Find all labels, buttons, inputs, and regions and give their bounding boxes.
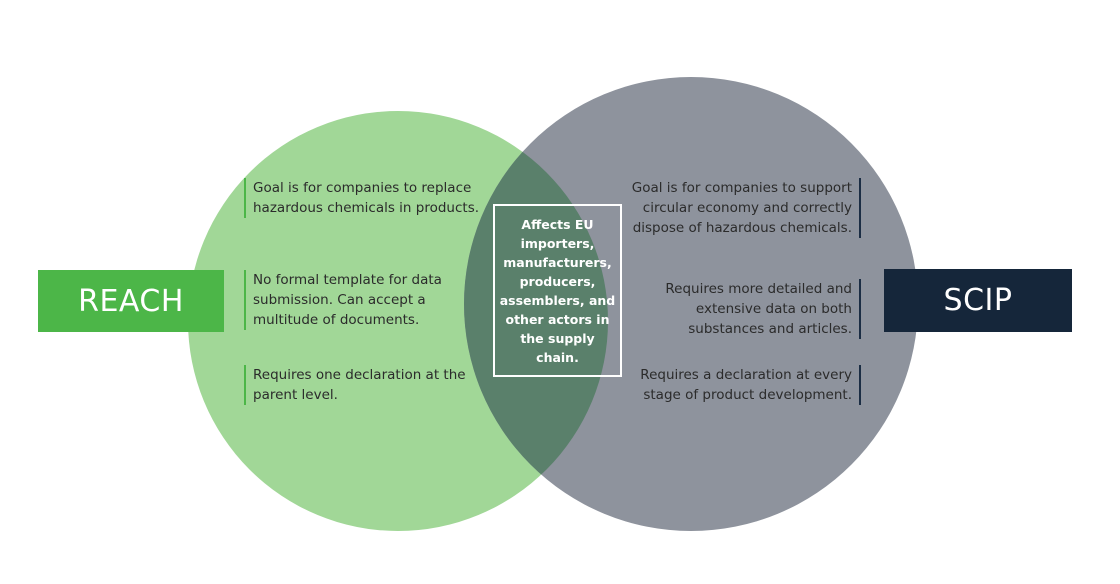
reach-label: REACH xyxy=(38,270,224,332)
scip-label: SCIP xyxy=(884,269,1072,332)
scip-point-goal: Goal is for companies to support circula… xyxy=(628,178,861,238)
shared-box: Affects EU importers, manufacturers, pro… xyxy=(493,204,622,377)
reach-point-declaration: Requires one declaration at the parent l… xyxy=(244,365,485,405)
reach-point-goal: Goal is for companies to replace hazardo… xyxy=(244,178,485,218)
scip-point-declaration: Requires a declaration at every stage of… xyxy=(628,365,861,405)
shared-text: Affects EU importers, manufacturers, pro… xyxy=(499,216,616,365)
reach-point-template: No formal template for data submission. … xyxy=(244,270,485,330)
scip-point-data: Requires more detailed and extensive dat… xyxy=(628,279,861,339)
